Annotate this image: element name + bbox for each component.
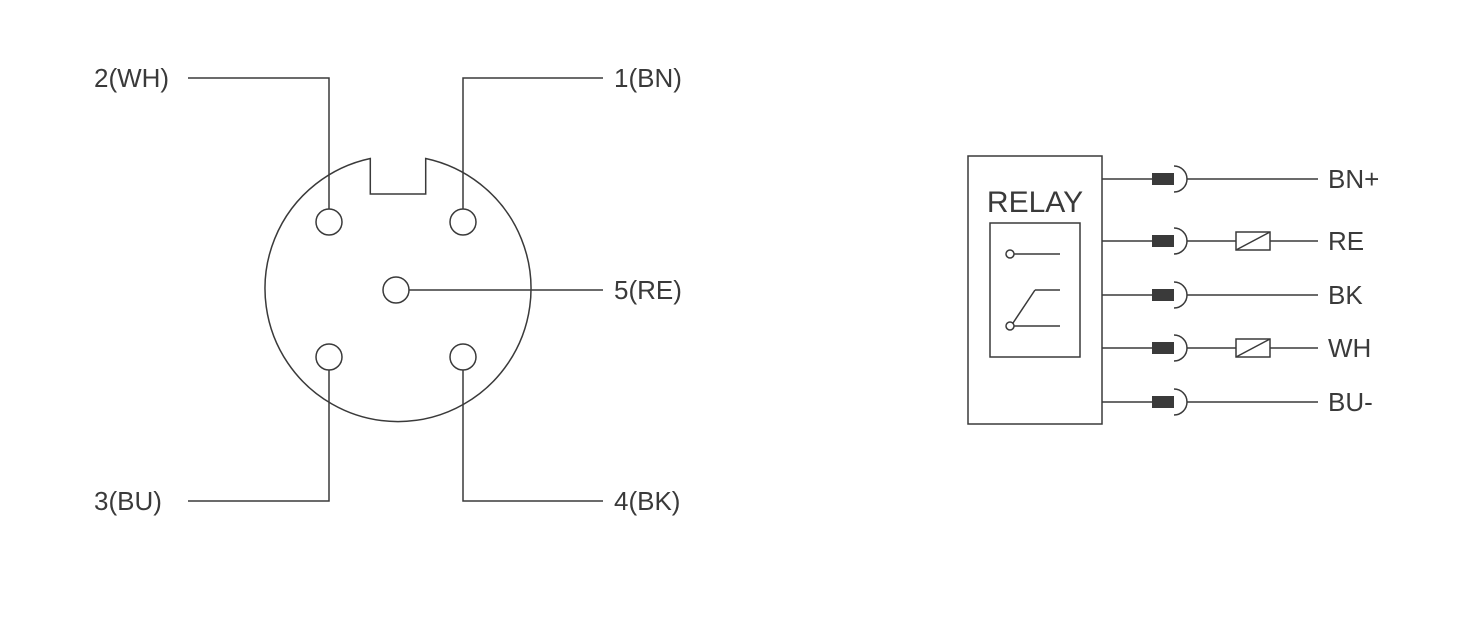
relay-wire-0: BN+ [1102,164,1379,194]
connector-pinout: 1(BN) 2(WH) 3(BU) 4(BK) 5(RE) [94,63,682,516]
socket-arc [1173,281,1188,309]
relay-wire-3: WH [1102,333,1371,363]
pin-2-label: 2(WH) [94,63,169,93]
wire-label: BN+ [1328,164,1379,194]
connector-body [264,157,532,423]
contact-terminal-bottom [1005,321,1015,331]
contact-terminal-top [1005,249,1015,259]
plug-pin [1152,342,1174,354]
socket-arc [1173,165,1188,193]
pin-3-contact [315,343,343,371]
pin-5-contact [382,276,410,304]
pin-3-leader [188,370,330,502]
socket-arc [1173,388,1188,416]
plug-pin [1152,173,1174,185]
contact-blade [1012,289,1036,324]
relay-housing [967,155,1103,425]
pin-1-contact [449,208,477,236]
pin-4-leader [462,370,603,502]
relay-contact-box [989,222,1081,358]
pin-1-label: 1(BN) [614,63,682,93]
wire-label: WH [1328,333,1371,363]
wire-label: BU- [1328,387,1373,417]
socket-arc [1173,227,1188,255]
pin-2-leader [188,77,330,209]
wire-label: RE [1328,226,1364,256]
load-diagonal [1235,231,1271,251]
relay-wires: BN+ RE BK WH BU- [1102,164,1379,417]
wire-label: BK [1328,280,1363,310]
relay-wire-1: RE [1102,226,1364,256]
plug-pin [1152,235,1174,247]
relay-wire-4: BU- [1102,387,1373,417]
relay-wire-2: BK [1102,280,1363,310]
pin-1-leader [462,77,603,209]
relay-title: RELAY [987,186,1083,219]
plug-pin [1152,396,1174,408]
pin-5-label: 5(RE) [614,275,682,305]
pin-4-contact [449,343,477,371]
pin-2-contact [315,208,343,236]
pin-3-label: 3(BU) [94,486,162,516]
plug-pin [1152,289,1174,301]
relay-wiring: RELAY BN+ RE BK WH BU- [967,155,1379,425]
load-diagonal [1235,338,1271,358]
socket-arc [1173,334,1188,362]
pin-4-label: 4(BK) [614,486,680,516]
